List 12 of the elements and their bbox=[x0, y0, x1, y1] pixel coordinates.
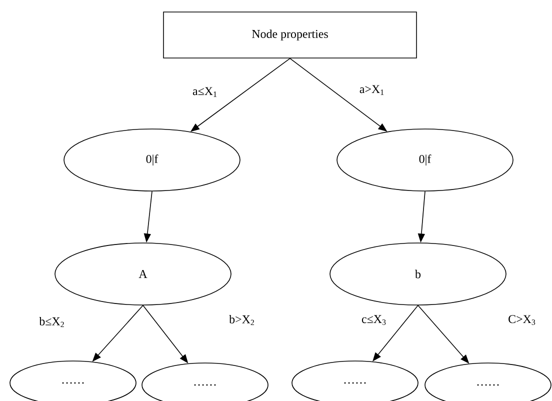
edge-label: c≤X$_{3}$ bbox=[360, 314, 388, 326]
edge-label: b≤X$_{2}$ bbox=[38, 316, 66, 328]
edge-label: b>X$_{2}$ bbox=[228, 314, 256, 326]
process-box: Node properties bbox=[163, 12, 417, 58]
ellipse-node: 0|f bbox=[64, 128, 240, 192]
ellipse-node: A bbox=[54, 242, 232, 306]
arrow bbox=[372, 305, 418, 362]
ellipse-node: 0|f bbox=[336, 128, 514, 192]
edge-label: a≤X$_{1}$ bbox=[192, 86, 218, 98]
edge-label: C>X$_{3}$ bbox=[507, 314, 537, 326]
ellipse-node: b bbox=[330, 242, 506, 306]
edge-label: a>X$_{1}$ bbox=[358, 84, 386, 96]
